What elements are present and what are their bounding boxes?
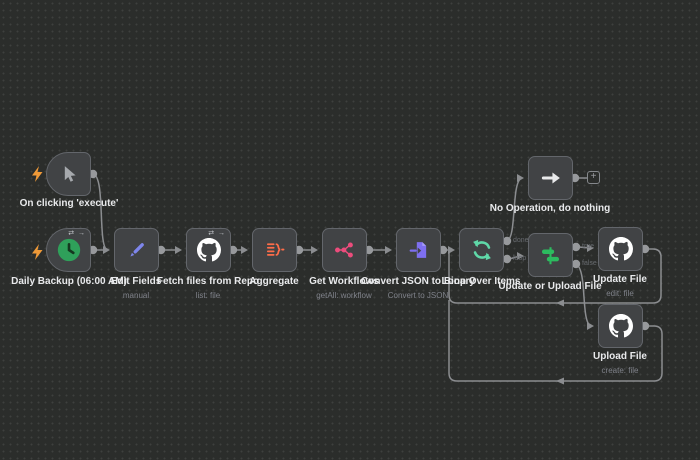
node-settings-badge: ⇄ → xyxy=(68,230,86,237)
node-subtitle: create: file xyxy=(601,366,639,375)
node-label: Loop Over Items xyxy=(396,276,566,287)
node-title: Fetch files from Repo xyxy=(156,276,260,287)
node-label: Edit Fields manual xyxy=(51,276,221,301)
node-title: Get Workflows xyxy=(309,276,379,287)
arrow-right-icon xyxy=(541,172,560,184)
node-aggregate[interactable] xyxy=(252,228,297,272)
node-no-operation[interactable] xyxy=(528,156,573,200)
node-label: Upload File create: file xyxy=(535,351,700,376)
node-settings-badge: ⇄ → xyxy=(208,230,226,237)
node-title: Convert JSON to Binary xyxy=(361,276,475,287)
node-title: Edit Fields xyxy=(110,276,162,287)
loop-icon xyxy=(472,239,491,261)
node-subtitle: list: file xyxy=(195,291,221,300)
github-icon xyxy=(196,238,221,262)
input-arrow-aggregate xyxy=(241,246,248,254)
github-icon xyxy=(608,237,633,261)
node-subtitle: edit: file xyxy=(606,289,634,298)
node-label: Convert JSON to Binary Convert to JSON xyxy=(333,276,503,301)
node-subtitle: manual xyxy=(122,291,150,300)
lightning-icon xyxy=(32,244,43,260)
input-arrow-upload xyxy=(587,322,594,330)
node-convert-json-to-binary[interactable] xyxy=(396,228,441,272)
aggregate-icon xyxy=(266,243,284,256)
input-arrow-convert xyxy=(385,246,392,254)
cursor-icon xyxy=(64,166,76,182)
output-connector-loop[interactable] xyxy=(502,254,512,264)
github-icon xyxy=(608,314,633,338)
node-label: Daily Backup (06:00 AM) xyxy=(0,276,154,287)
node-title: On clicking 'execute' xyxy=(19,198,119,209)
node-label: Fetch files from Repo list: file xyxy=(123,276,293,301)
node-manual-trigger[interactable] xyxy=(46,152,91,196)
node-fetch-files-from-repo[interactable]: ⇄ → xyxy=(186,228,231,272)
node-label: No Operation, do nothing xyxy=(465,203,635,214)
node-edit-fields[interactable] xyxy=(114,228,159,272)
node-update-file[interactable] xyxy=(598,227,643,271)
loopback-arrow-1 xyxy=(556,299,564,307)
node-subtitle: getAll: workflow xyxy=(316,291,372,300)
node-upload-file[interactable] xyxy=(598,304,643,348)
loopback-arrow-2 xyxy=(556,377,564,385)
port-label-done: done xyxy=(513,237,529,244)
add-node-button[interactable]: + xyxy=(587,171,600,184)
node-label: On clicking 'execute' xyxy=(0,198,154,209)
node-title: Update or Upload File xyxy=(498,281,602,292)
output-connector-false[interactable] xyxy=(571,259,581,269)
connection-manual-to-edit xyxy=(92,173,109,251)
port-label-true: true xyxy=(582,243,595,250)
node-title: Aggregate xyxy=(249,276,299,287)
node-label: Aggregate xyxy=(189,276,359,287)
output-connector-done[interactable] xyxy=(502,236,512,246)
port-label-loop: loop xyxy=(513,255,527,262)
node-label: Get Workflows getAll: workflow xyxy=(259,276,429,301)
input-arrow-noop xyxy=(517,174,524,182)
clock-icon xyxy=(57,238,80,262)
node-get-workflows[interactable] xyxy=(322,228,367,272)
input-arrow-fetch xyxy=(175,246,182,254)
file-import-icon xyxy=(409,242,426,258)
switch-icon xyxy=(541,246,560,264)
node-title: Update File xyxy=(593,274,647,285)
output-connector-true[interactable] xyxy=(571,242,581,252)
n8n-icon xyxy=(334,242,353,258)
port-label-false: false xyxy=(582,260,597,267)
node-update-or-upload-file[interactable] xyxy=(528,233,573,277)
input-arrow-loop xyxy=(448,246,455,254)
lightning-icon xyxy=(32,166,43,182)
node-loop-over-items[interactable] xyxy=(459,228,504,272)
node-schedule-trigger[interactable]: ⇄ → xyxy=(46,228,91,272)
node-label: Update File edit: file xyxy=(535,274,700,299)
pencil-icon xyxy=(129,243,144,257)
node-title: No Operation, do nothing xyxy=(489,203,611,214)
input-arrow-edit xyxy=(103,246,110,254)
node-subtitle: Convert to JSON xyxy=(387,291,449,300)
node-title: Daily Backup (06:00 AM) xyxy=(11,276,127,287)
node-title: Upload File xyxy=(593,351,647,362)
node-title: Loop Over Items xyxy=(441,276,521,287)
node-label: Update or Upload File xyxy=(465,281,635,292)
input-arrow-getwf xyxy=(311,246,318,254)
